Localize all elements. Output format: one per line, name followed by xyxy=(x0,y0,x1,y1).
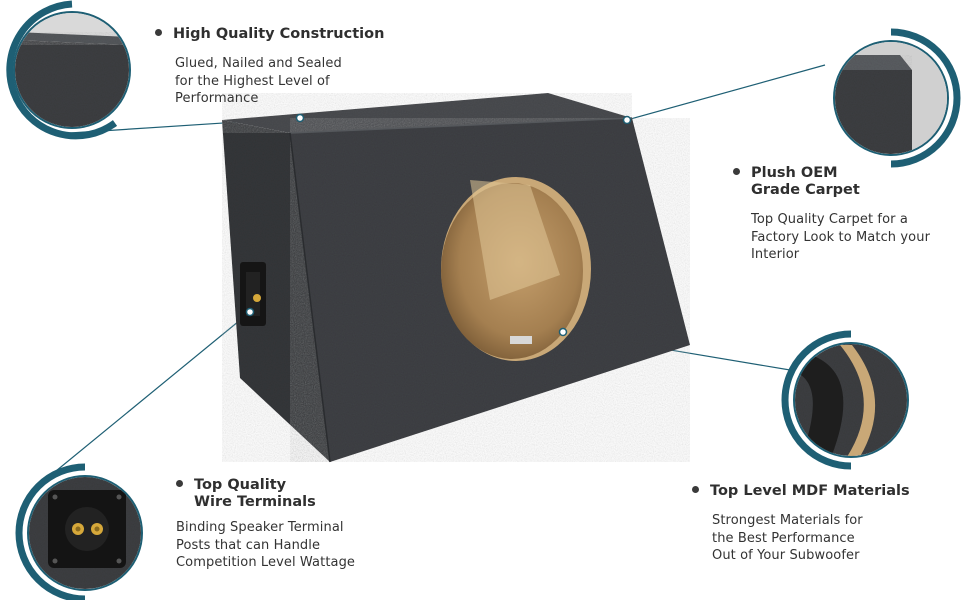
callout-carpet-title: Plush OEM Grade Carpet xyxy=(733,165,930,199)
callout-construction-title: High Quality Construction xyxy=(155,26,384,43)
callout-terminals-title-line-2: Wire Terminals xyxy=(194,494,316,510)
callout-mdf-title-text: Top Level MDF Materials xyxy=(710,483,910,499)
callout-carpet-line-1: Top Quality Carpet for a xyxy=(751,212,908,227)
callout-carpet-line-3: Interior xyxy=(751,247,800,262)
speaker-cutout xyxy=(441,177,591,361)
callout-terminals-title: Top Quality Wire Terminals xyxy=(176,477,355,511)
anchor-dots xyxy=(245,113,632,337)
callout-carpet-body: Top Quality Carpet for a Factory Look to… xyxy=(733,211,930,264)
callout-terminals-title-line-1: Top Quality xyxy=(194,477,287,493)
callout-mdf-line-3: Out of Your Subwoofer xyxy=(712,548,860,563)
zoom-circle-carpet-edge-icon xyxy=(833,28,961,168)
callout-construction-line-1: Glued, Nailed and Sealed xyxy=(175,56,342,71)
subwoofer-enclosure xyxy=(222,93,690,463)
callout-carpet-title-line-2: Grade Carpet xyxy=(751,182,860,198)
callout-terminals-body: Binding Speaker Terminal Posts that can … xyxy=(176,519,355,572)
bullet-icon xyxy=(155,29,162,36)
bullet-icon xyxy=(692,486,699,493)
callout-carpet: Plush OEM Grade Carpet Top Quality Carpe… xyxy=(733,165,930,264)
callout-terminals-line-1: Binding Speaker Terminal xyxy=(176,520,344,535)
callout-construction-body: Glued, Nailed and Sealed for the Highest… xyxy=(155,55,384,108)
zoom-circle-mdf-edge-icon xyxy=(781,330,909,470)
callout-construction-line-2: for the Highest Level of xyxy=(175,73,330,89)
callout-mdf: Top Level MDF Materials Strongest Materi… xyxy=(692,483,910,565)
zoom-circle-carpet-corner-icon xyxy=(6,0,131,140)
zoom-circle-terminal-cup-icon xyxy=(15,463,143,600)
callout-construction-title-text: High Quality Construction xyxy=(173,26,385,42)
callout-terminals: Top Quality Wire Terminals Binding Speak… xyxy=(176,477,355,572)
callout-mdf-title: Top Level MDF Materials xyxy=(692,483,910,500)
callout-carpet-title-line-1: Plush OEM xyxy=(751,165,838,181)
callout-carpet-line-2: Factory Look to Match your xyxy=(751,229,931,245)
bullet-icon xyxy=(733,168,740,175)
callout-mdf-line-1: Strongest Materials for xyxy=(712,513,863,528)
callout-construction-line-3: Performance xyxy=(175,91,259,106)
bullet-icon xyxy=(176,480,183,487)
callout-mdf-body: Strongest Materials for the Best Perform… xyxy=(692,512,910,565)
callout-terminals-line-2: Posts that can Handle xyxy=(176,537,321,553)
callout-mdf-line-2: the Best Performance xyxy=(712,530,855,546)
callout-terminals-line-3: Competition Level Wattage xyxy=(176,555,356,570)
callout-construction: High Quality Construction Glued, Nailed … xyxy=(155,26,384,108)
